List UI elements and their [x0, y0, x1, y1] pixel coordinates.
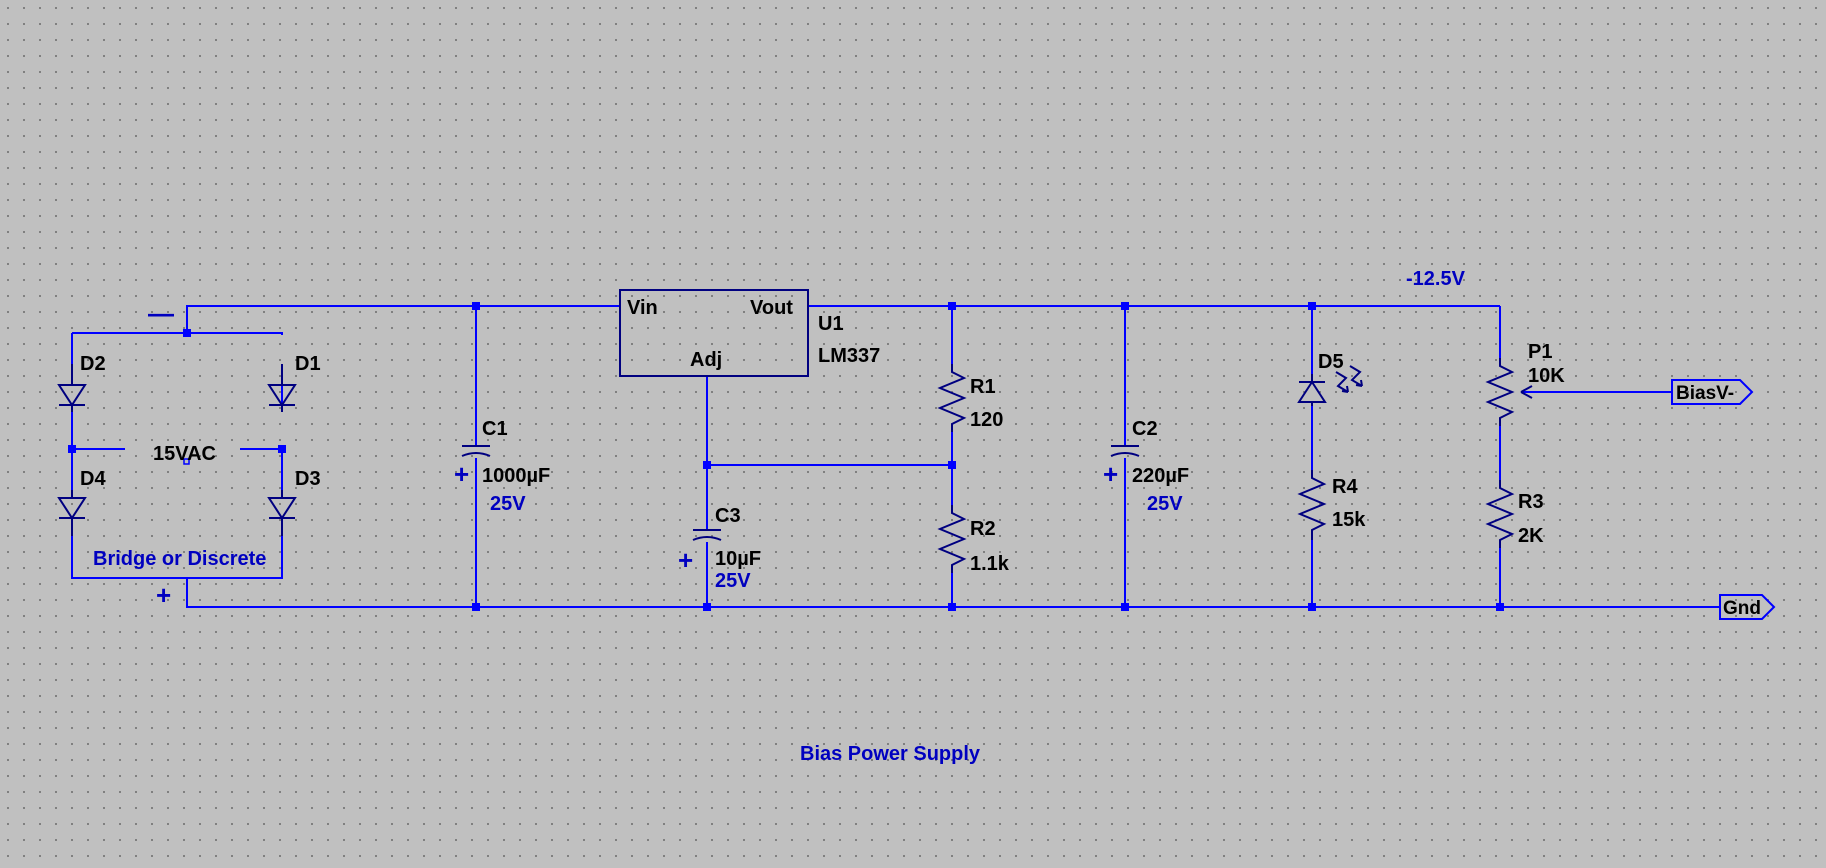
bridge-minus-label: —: [148, 298, 174, 328]
diode-d3: [267, 490, 297, 536]
c3-name: C3: [715, 505, 741, 527]
u1-pin-adj: Adj: [690, 349, 722, 371]
u1-name: U1: [818, 313, 844, 335]
rail-voltage-label: -12.5V: [1406, 268, 1466, 290]
c2-value: 220µF: [1132, 465, 1189, 487]
diode-d1: [267, 364, 297, 412]
capacitor-c2: [1110, 445, 1140, 457]
junctions: [68, 302, 1504, 611]
c2-polarity: +: [1103, 459, 1118, 489]
c3-value: 10µF: [715, 548, 761, 570]
p1-value: 10K: [1528, 365, 1565, 387]
net-flag-gnd-label: Gnd: [1723, 598, 1761, 619]
d3-label: D3: [295, 468, 321, 490]
c2-name: C2: [1132, 418, 1158, 440]
r2-name: R2: [970, 518, 996, 540]
led-d5: [1297, 365, 1363, 406]
net-flag-gnd: [1719, 594, 1776, 620]
r4-value: 15k: [1332, 509, 1366, 531]
d2-label: D2: [80, 353, 106, 375]
capacitor-c3: [692, 529, 722, 541]
bridge-note: Bridge or Discrete: [93, 548, 266, 570]
regulator-u1-body: [619, 289, 809, 377]
net-flag-biasv-label: BiasV-: [1676, 383, 1734, 404]
u1-part: LM337: [818, 345, 880, 367]
p1-name: P1: [1528, 341, 1552, 363]
d1-label: D1: [295, 353, 321, 375]
d4-label: D4: [80, 468, 106, 490]
net-flag-biasv: [1671, 379, 1754, 405]
r1-name: R1: [970, 376, 996, 398]
d5-label: D5: [1318, 351, 1344, 373]
r1-value: 120: [970, 409, 1003, 431]
r2-value: 1.1k: [970, 553, 1010, 575]
diagram-title: Bias Power Supply: [800, 743, 981, 765]
wires: [71, 305, 1720, 608]
c1-voltage: 25V: [490, 493, 526, 515]
c1-polarity: +: [454, 459, 469, 489]
c2-voltage: 25V: [1147, 493, 1183, 515]
resistor-r4: [1297, 470, 1327, 540]
r3-value: 2K: [1518, 525, 1544, 547]
diode-d4: [57, 490, 87, 536]
diode-d2: [57, 364, 87, 412]
resistor-r3: [1485, 480, 1515, 548]
bridge-plus-label: +: [156, 580, 171, 610]
u1-pin-vin: Vin: [627, 297, 658, 319]
r4-name: R4: [1332, 476, 1358, 498]
ac-source-label: 15VAC: [153, 443, 216, 465]
potentiometer-p1: [1485, 358, 1533, 426]
c3-voltage: 25V: [715, 570, 751, 592]
capacitor-c1: [461, 445, 491, 457]
c3-polarity: +: [678, 545, 693, 575]
resistor-r2: [937, 505, 967, 573]
ac-source-pin: [183, 458, 190, 465]
c1-name: C1: [482, 418, 508, 440]
resistor-r1: [937, 364, 967, 432]
c1-value: 1000µF: [482, 465, 550, 487]
r3-name: R3: [1518, 491, 1544, 513]
u1-pin-vout: Vout: [750, 297, 793, 319]
